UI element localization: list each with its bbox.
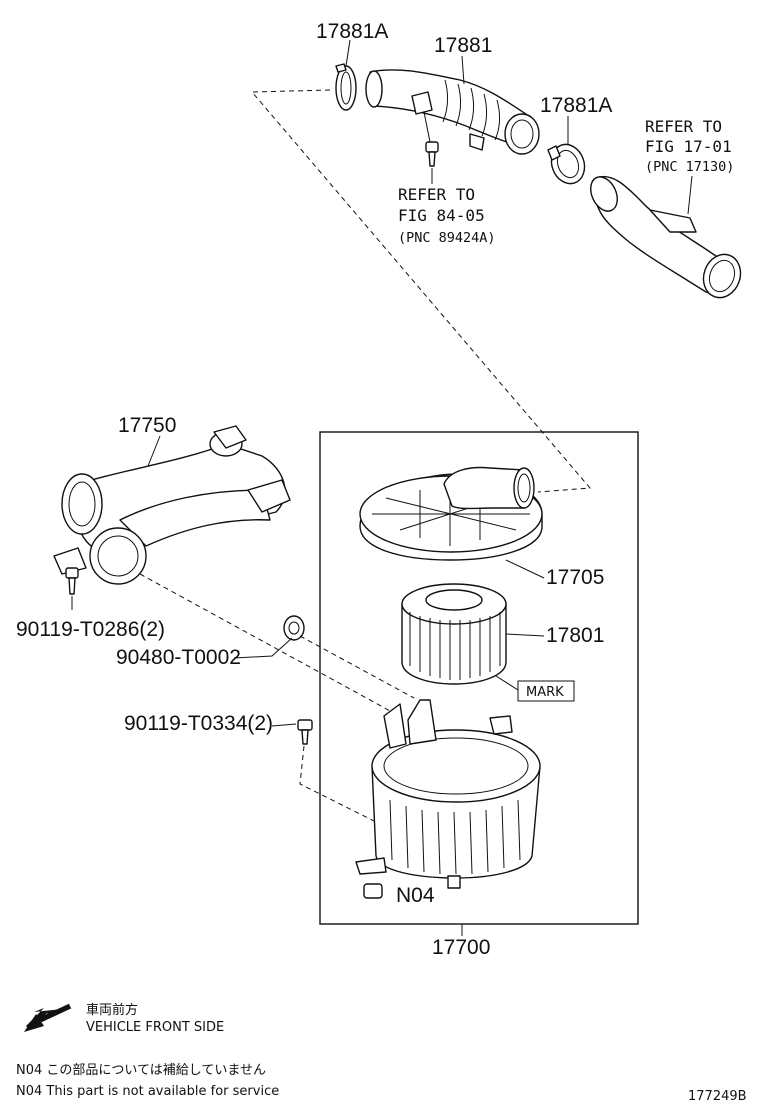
figure-id: 177249B — [688, 1089, 747, 1104]
refer-fig17-line2: FIG 17-01 — [645, 137, 732, 156]
air-duct-fig17 — [590, 175, 742, 299]
note-n04-en: N04 This part is not available for servi… — [16, 1084, 279, 1099]
air-inlet-duct — [53, 425, 291, 585]
hose-clamp-right — [547, 116, 586, 185]
legend-front-jp: 車両前方 — [86, 1002, 138, 1018]
air-cleaner-cap — [359, 466, 543, 561]
label-assembly: 17700 — [432, 936, 490, 959]
n04-part — [363, 883, 383, 899]
air-cleaner-case — [355, 699, 541, 889]
label-grommet: 90480-T0002 — [116, 646, 241, 669]
legend-front-en: VEHICLE FRONT SIDE — [86, 1020, 224, 1035]
refer-fig84-line1: REFER TO — [398, 185, 475, 204]
box-bolt — [297, 719, 313, 745]
grommet — [283, 615, 305, 641]
hose-clamp-left — [335, 63, 357, 111]
air-filter-element — [401, 583, 507, 685]
label-cap: 17705 — [546, 566, 604, 589]
bolt-line — [299, 745, 377, 823]
mark-box — [517, 680, 575, 702]
note-n04-jp: N04 この部品については補給していません — [16, 1063, 266, 1078]
grommet-line — [299, 635, 415, 699]
inlet-duct-bolt — [65, 567, 79, 595]
hose-screw — [423, 111, 439, 167]
label-bolt-a: 90119-T0286(2) — [16, 618, 165, 641]
label-bolt-b: 90119-T0334(2) — [124, 712, 273, 735]
vehicle-front-arrow-icon — [24, 1003, 72, 1032]
refer-fig17-pnc: (PNC 17130) — [645, 159, 734, 175]
label-mark: MARK — [526, 685, 564, 700]
label-inlet-duct: 17750 — [118, 414, 176, 437]
label-hose-top: 17881 — [434, 34, 492, 57]
label-n04: N04 — [396, 884, 435, 907]
refer-fig84-line2: FIG 84-05 — [398, 206, 485, 225]
refer-fig84-pnc: (PNC 89424A) — [398, 230, 496, 246]
label-clamp-top-left: 17881A — [316, 20, 388, 43]
assembly-box — [319, 431, 639, 925]
intake-hose — [365, 69, 540, 155]
label-element: 17801 — [546, 624, 604, 647]
duct-to-box-line — [139, 573, 393, 713]
assembly-reference-line — [250, 89, 592, 493]
label-clamp-top-right: 17881A — [540, 94, 612, 117]
refer-fig17-line1: REFER TO — [645, 117, 722, 136]
